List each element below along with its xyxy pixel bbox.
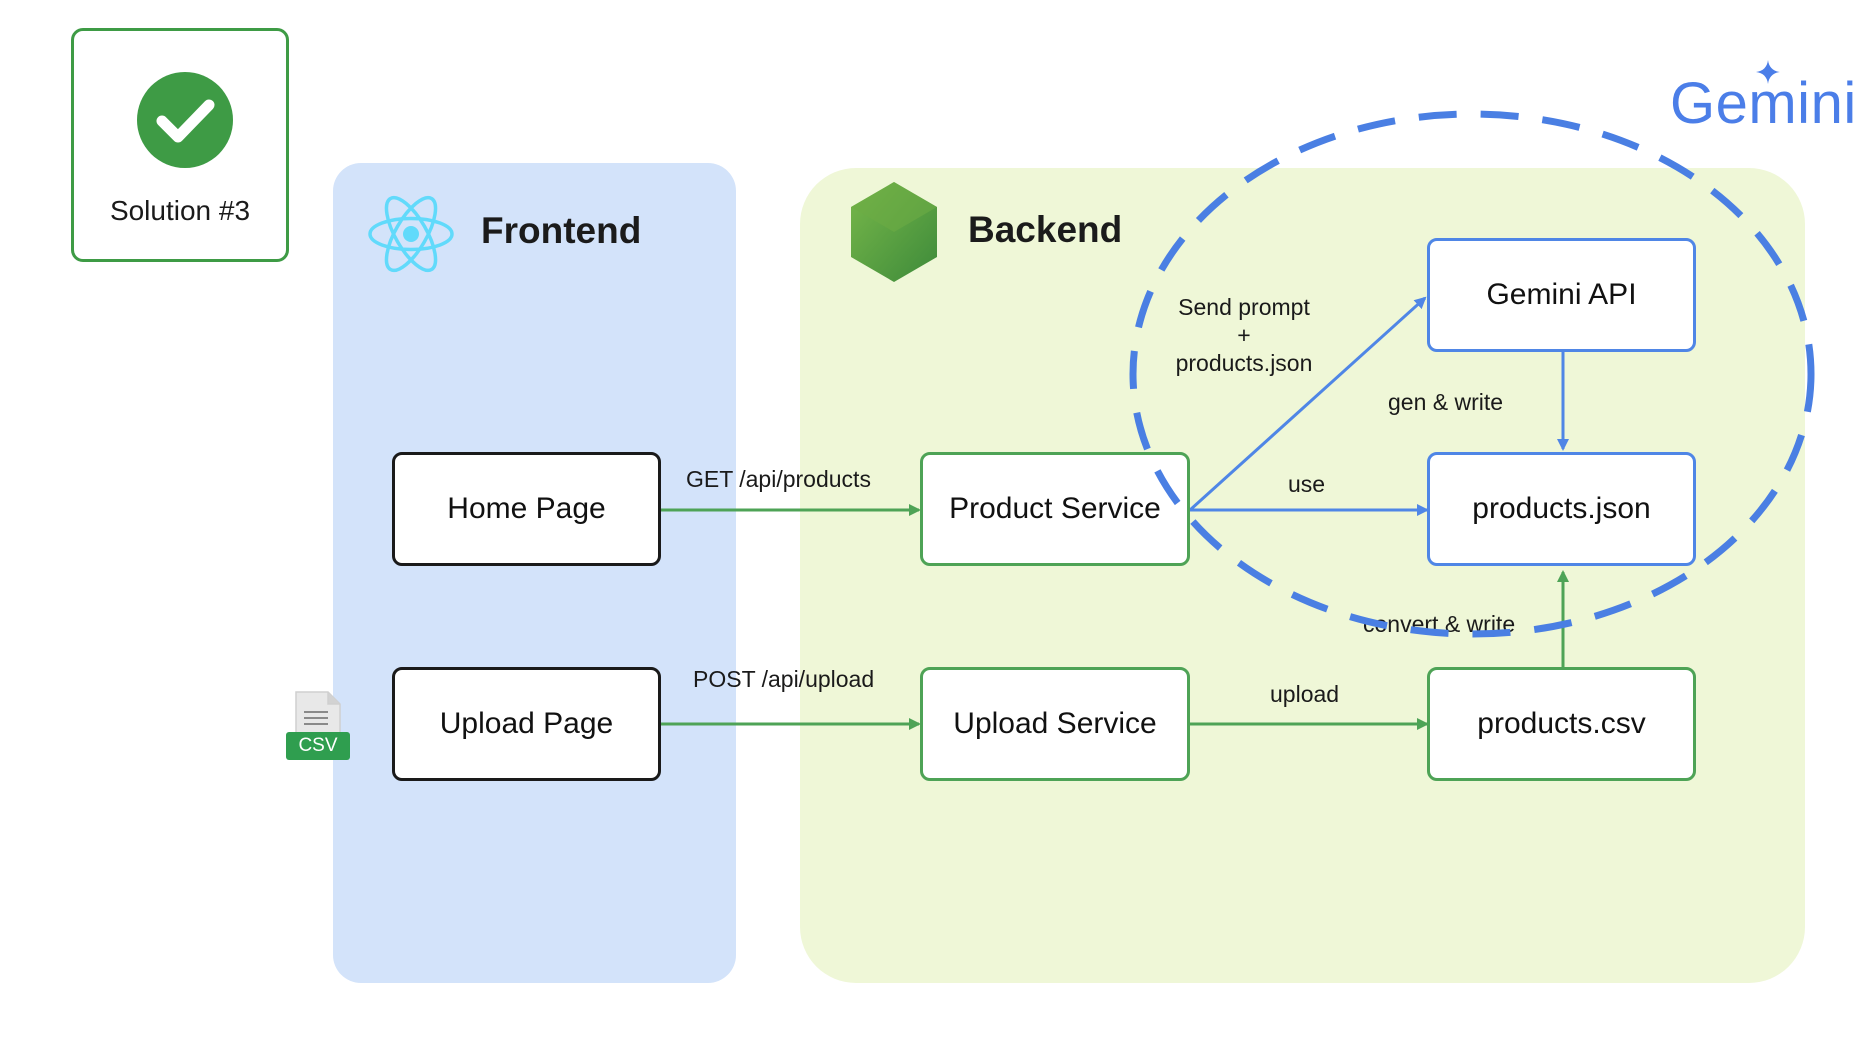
edge-label-upload: upload: [1270, 681, 1340, 707]
edge-label-convert-write: convert & write: [1363, 611, 1516, 637]
file-icon: [295, 691, 341, 739]
edge-label-get-products: GET /api/products: [686, 466, 871, 492]
edge-label-use: use: [1288, 471, 1326, 497]
upload-service-node: Upload Service: [920, 667, 1190, 781]
csv-badge: CSV: [286, 732, 350, 760]
react-icon: [368, 195, 454, 273]
upload-page-node: Upload Page: [392, 667, 661, 781]
send-prompt-line-2: +: [1237, 322, 1251, 348]
send-prompt-line-1: Send prompt: [1178, 294, 1310, 320]
gemini-api-node: Gemini API: [1427, 238, 1696, 352]
products-csv-node: products.csv: [1427, 667, 1696, 781]
products-json-node: products.json: [1427, 452, 1696, 566]
csv-file-icon: CSV: [286, 690, 352, 760]
edge-label-send-prompt: Send prompt + products.json: [1154, 293, 1334, 377]
check-circle-icon: [137, 72, 233, 168]
frontend-panel: [333, 163, 736, 983]
backend-title: Backend: [968, 209, 1123, 250]
sparkle-icon: [1756, 60, 1780, 84]
product-service-node: Product Service: [920, 452, 1190, 566]
solution-card: Solution #3: [71, 28, 289, 262]
edge-label-post-upload: POST /api/upload: [693, 666, 875, 692]
send-prompt-line-3: products.json: [1175, 350, 1313, 376]
nodejs-hexagon-icon: [851, 182, 937, 282]
frontend-title: Frontend: [481, 210, 642, 251]
solution-label: Solution #3: [109, 195, 251, 226]
home-page-node: Home Page: [392, 452, 661, 566]
edge-label-gen-write: gen & write: [1388, 389, 1504, 415]
